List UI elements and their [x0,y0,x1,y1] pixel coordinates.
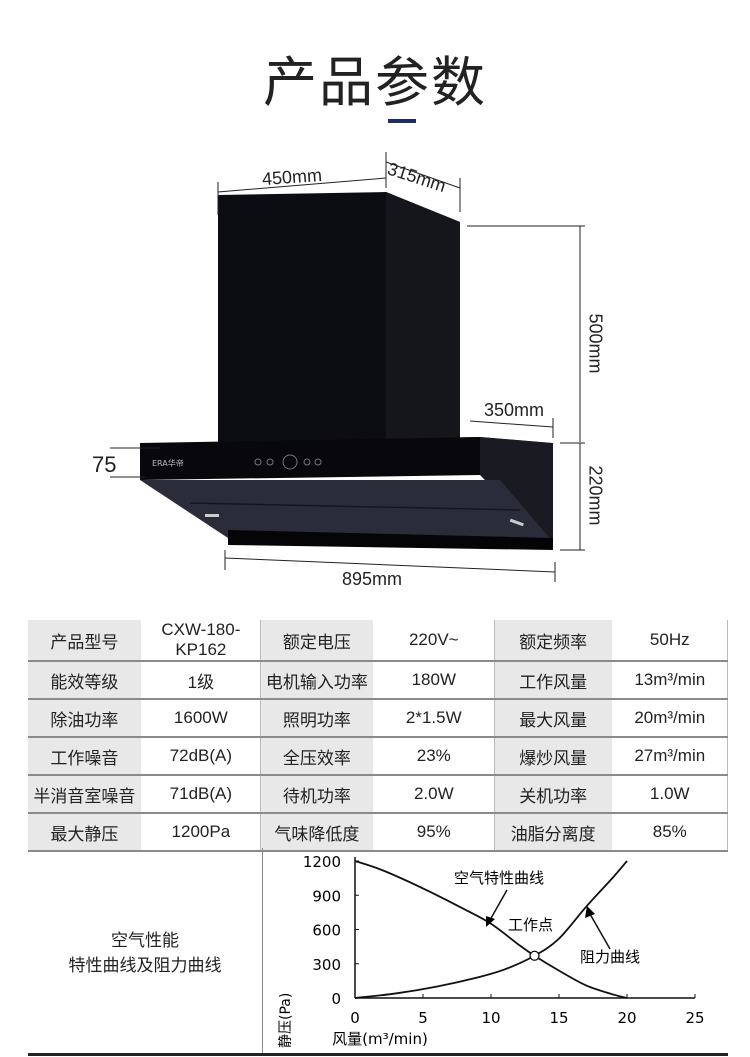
x-tick-label: 25 [685,1009,704,1027]
canopy-front [140,437,480,480]
dim-width-top: 450mm [261,164,323,190]
annotation-arrow [489,889,508,921]
spec-value: 20m³/min [611,699,729,738]
annotation-arrow [589,913,611,950]
spec-value: 180W [372,661,495,700]
spec-value: 1级 [140,661,261,700]
spec-label: 待机功率 [260,775,374,814]
title-underline [388,119,416,123]
chart-label-line2: 特性曲线及阻力曲线 [68,955,222,976]
resistance-curve [354,860,628,999]
spec-label: 半消音室噪音 [28,775,142,814]
spec-value: 1600W [140,699,261,738]
spec-label: 关机功率 [494,775,613,814]
spec-value: 71dB(A) [140,775,261,814]
spec-value: 23% [372,737,495,776]
spec-label: 除油功率 [28,699,142,738]
y-axis-label: 静压(Pa) [278,993,294,1048]
x-tick-label: 15 [549,1009,568,1027]
y-tick-label: 1200 [303,853,341,871]
divider [262,848,263,1053]
y-tick-label: 900 [312,887,341,905]
spec-value: 85% [611,813,729,852]
dim-width-total: 895mm [342,569,403,589]
x-tick-label: 10 [481,1009,500,1027]
spec-value: CXW-180-KP162 [140,620,261,662]
x-axis-label: 风量(m³/min) [332,1030,428,1048]
spec-value: 220V~ [372,620,495,662]
dim-front-height: 75 [92,452,117,477]
spec-label: 额定电压 [260,620,374,662]
spec-value: 1.0W [611,775,729,814]
spec-label: 电机输入功率 [260,661,374,700]
annotation-resistance-curve: 阻力曲线 [580,948,640,966]
spec-label: 额定频率 [494,620,613,662]
spec-value: 13m³/min [611,661,729,700]
range-hood-illustration: ERA华帝 [110,152,585,582]
spec-value: 50Hz [611,620,729,662]
x-tick-label: 20 [617,1009,636,1027]
air-characteristic-curve [354,860,628,999]
annotation-arrowhead [486,916,495,927]
annotation-operating-point: 工作点 [508,916,553,934]
divider [28,1053,728,1056]
spec-value: 1200Pa [140,813,261,852]
spec-label: 工作风量 [494,661,613,700]
canopy-glass [140,480,553,542]
spec-value: 27m³/min [611,737,729,776]
spec-value: 72dB(A) [140,737,261,776]
spec-label: 照明功率 [260,699,374,738]
x-tick-label: 5 [418,1009,428,1027]
spec-label: 最大风量 [494,699,613,738]
annotation-arrowhead [585,906,595,918]
chart-label-line1: 空气性能 [111,930,179,951]
x-tick-label: 0 [350,1009,360,1027]
spec-label: 能效等级 [28,661,142,700]
spec-label: 工作噪音 [28,737,142,776]
spec-value: 95% [372,813,495,852]
dim-depth-canopy: 350mm [484,400,545,420]
spec-label: 气味降低度 [260,813,374,852]
spec-label: 最大静压 [28,813,142,852]
y-tick-label: 300 [312,956,341,974]
spec-label: 全压效率 [260,737,374,776]
y-tick-label: 600 [312,922,341,940]
chart-label: 空气性能 特性曲线及阻力曲线 [28,848,262,1053]
dim-height-chimney: 500mm [585,313,606,374]
spec-label: 油脂分离度 [494,813,613,852]
performance-chart: 0 5 10 15 20 25 0 300 600 900 1200 风量(m³/min) 静压(Pa)… [278,853,705,1048]
spec-label: 产品型号 [28,620,142,662]
annotation-air-curve: 空气特性曲线 [454,869,544,887]
y-tick-label: 0 [331,990,341,1008]
dim-canopy-height: 220mm [585,465,606,526]
operating-point-marker [529,950,540,961]
spec-value: 2.0W [372,775,495,814]
page-title: 产品参数 [263,51,487,114]
spec-value: 2*1.5W [372,699,495,738]
brand-logo: ERA华帝 [152,458,184,468]
spec-label: 爆炒风量 [494,737,613,776]
